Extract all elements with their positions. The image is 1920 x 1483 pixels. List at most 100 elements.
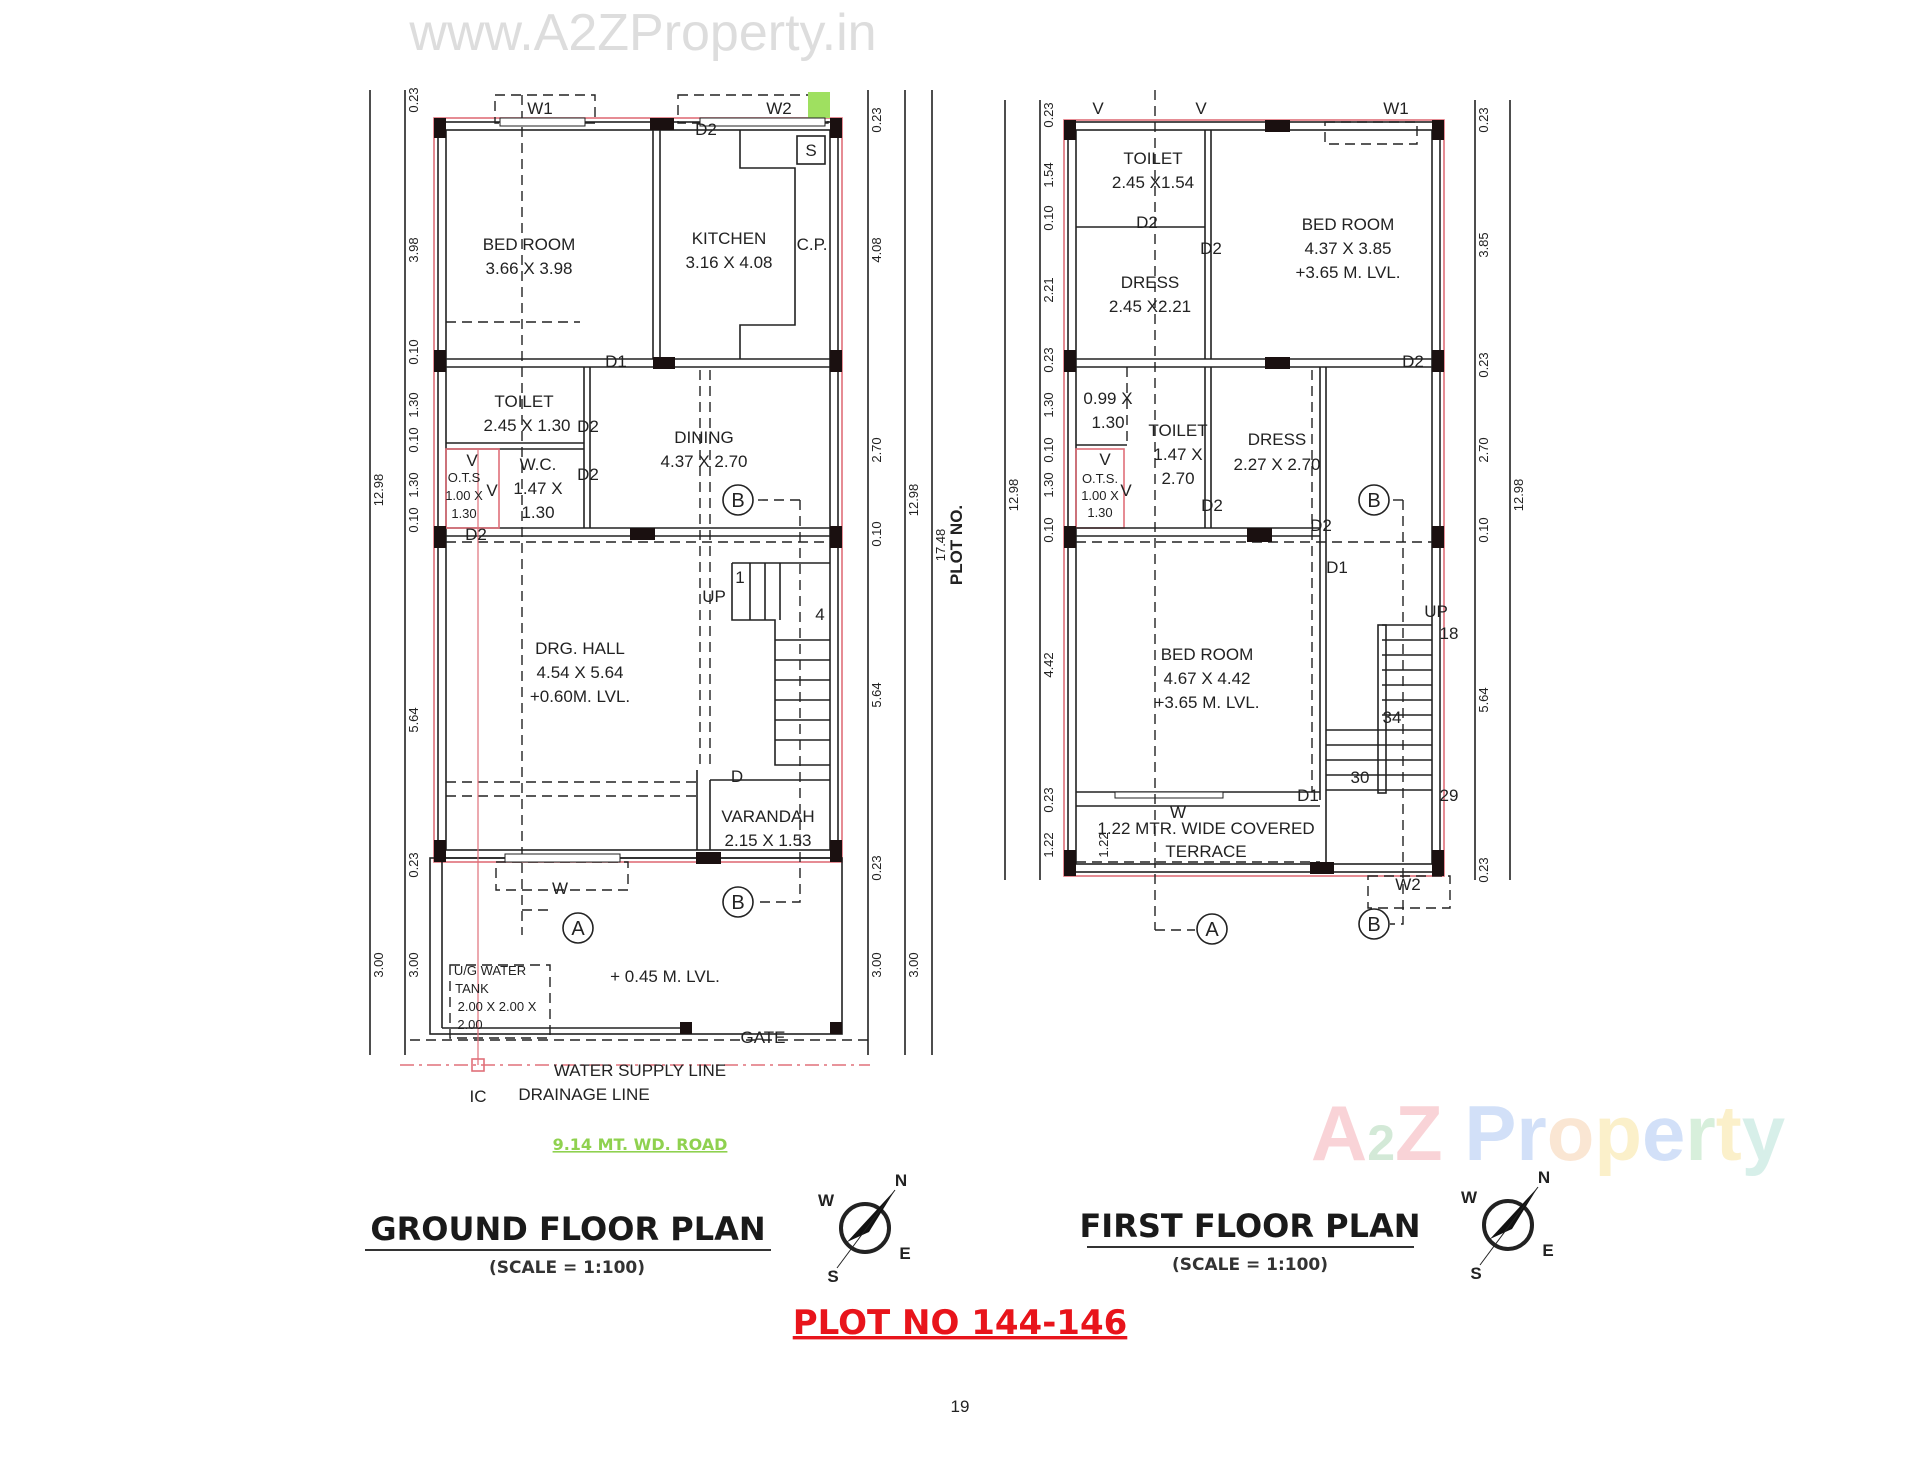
section-marker-b: [1358, 908, 1390, 940]
dimension-label: 0.23: [406, 87, 421, 112]
tank-label: U/G WATER: [454, 963, 526, 978]
room-dimensions: 2.45 X 1.30: [484, 416, 571, 435]
water-supply-label: WATER SUPPLY LINE: [554, 1061, 726, 1080]
dimension-label: 4.42: [1041, 652, 1056, 677]
ventilator-label: V: [1195, 99, 1207, 118]
dimension-label: 3.00: [371, 952, 386, 977]
compass-e: E: [1542, 1241, 1553, 1260]
room-name: TOILET: [494, 392, 553, 411]
dimension-label: 0.23: [1476, 107, 1491, 132]
ots-dimensions: 1.30: [1087, 505, 1112, 520]
dimension-label: 12.98: [1006, 479, 1021, 512]
stair-up-label: UP: [1424, 602, 1448, 621]
ots-label: O.T.S: [448, 470, 481, 485]
dimension-label: 0.23: [869, 855, 884, 880]
sink-label: S: [805, 141, 816, 160]
ventilator-label: V: [466, 451, 478, 470]
ots-dimensions: 1.00 X: [1081, 488, 1119, 503]
compass-n: N: [895, 1171, 907, 1190]
room-name: DRESS: [1121, 273, 1180, 292]
dimension-label: 0.23: [1476, 352, 1491, 377]
ots-shaft: [445, 448, 500, 529]
dimension-label: 0.23: [1476, 857, 1491, 882]
ventilator-label: V: [1099, 450, 1111, 469]
outer-wall: [437, 121, 839, 859]
room-name: BED ROOM: [1302, 215, 1395, 234]
section-marker-b: [722, 484, 754, 516]
stair-step-number: 4: [815, 605, 824, 624]
door-label: D2: [465, 525, 487, 544]
dimension-label: 3.00: [906, 952, 921, 977]
room-dimensions: 4.67 X 4.42: [1164, 669, 1251, 688]
room-dimensions: 1.30: [521, 503, 554, 522]
dimension-label: 5.64: [869, 682, 884, 707]
ots-label: O.T.S.: [1082, 471, 1118, 486]
room-level: +3.65 M. LVL.: [1295, 263, 1400, 282]
section-marker-a: [1196, 913, 1228, 945]
ventilator-label: V: [486, 481, 498, 500]
room-dimensions: 4.37 X 2.70: [661, 452, 748, 471]
door-label: D2: [1201, 496, 1223, 515]
dimension-label: 2.70: [1476, 437, 1491, 462]
plot-label: PLOT NO.: [947, 505, 966, 585]
dimension-label: 0.23: [1041, 787, 1056, 812]
door-label: D1: [1297, 786, 1319, 805]
room-name: KITCHEN: [692, 229, 767, 248]
dimension-label: 0.10: [406, 427, 421, 452]
dimension-label: 5.64: [1476, 687, 1491, 712]
window-label: W2: [766, 99, 792, 118]
room-dimensions: 2.70: [1161, 469, 1194, 488]
room-dimensions: 1.47 X: [513, 479, 562, 498]
section-marker-b: [1358, 484, 1390, 516]
dimension-labels: 0.233.980.101.300.101.300.105.640.233.00…: [371, 87, 1526, 977]
tank-dimensions: 2.00: [457, 1017, 482, 1032]
door-label: D2: [577, 465, 599, 484]
dimension-label: 2.70: [869, 437, 884, 462]
dimension-label: 17.48: [933, 529, 948, 562]
room-name: DRG. HALL: [535, 639, 625, 658]
page-number: 19: [951, 1397, 970, 1416]
compass-n: N: [1538, 1168, 1550, 1187]
logo-watermark: A2Z Property: [1311, 1089, 1785, 1177]
dimension-label: 2.21: [1041, 277, 1056, 302]
sink: [796, 135, 826, 165]
section-marker-a: [562, 912, 594, 944]
dimension-label: 0.10: [1476, 517, 1491, 542]
section-label: B: [1367, 490, 1380, 512]
drainage-label: DRAINAGE LINE: [518, 1085, 649, 1104]
room-name: TOILET: [1123, 149, 1182, 168]
ground-floor-staircase: [731, 562, 830, 766]
room-name: BED ROOM: [483, 235, 576, 254]
section-label: B: [731, 490, 744, 512]
shaft-dimensions: 1.30: [1091, 413, 1124, 432]
room-name: DINING: [674, 428, 734, 447]
dimension-label: 1.30: [1041, 472, 1056, 497]
ground-floor-title: GROUND FLOOR PLAN: [370, 1210, 765, 1248]
ground-floor-plan: BED ROOM 3.66 X 3.98 KITCHEN 3.16 X 4.08…: [369, 90, 966, 1154]
compass-s: S: [827, 1267, 838, 1286]
compass-s: S: [1470, 1264, 1481, 1283]
window-label: W: [1170, 803, 1186, 822]
door-label: D: [731, 767, 743, 786]
north-compass-icon: N W E S: [1461, 1168, 1554, 1283]
shaft-dimensions: 0.99 X: [1083, 389, 1132, 408]
ventilator-label: V: [1092, 99, 1104, 118]
dimension-label: 3.85: [1476, 232, 1491, 257]
section-label: B: [731, 892, 744, 914]
road-label: 9.14 MT. WD. ROAD: [553, 1135, 728, 1154]
dimension-label: 3.00: [406, 952, 421, 977]
ground-floor-scale: (SCALE = 1:100): [489, 1258, 645, 1278]
section-label: A: [571, 918, 585, 940]
dimension-label: 0.10: [1041, 437, 1056, 462]
front-yard-level: + 0.45 M. LVL.: [610, 967, 720, 986]
door-label: D1: [605, 352, 627, 371]
dimension-label: 3.00: [869, 952, 884, 977]
ots-dimensions: 1.00 X: [445, 488, 483, 503]
dimension-label: 1.30: [1041, 392, 1056, 417]
compass-w: W: [1461, 1188, 1478, 1207]
room-level: +0.60M. LVL.: [530, 687, 630, 706]
door-label: D2: [577, 417, 599, 436]
door-label: D2: [1136, 213, 1158, 232]
columns: [1064, 120, 1444, 876]
highlight-marker: [808, 92, 830, 118]
